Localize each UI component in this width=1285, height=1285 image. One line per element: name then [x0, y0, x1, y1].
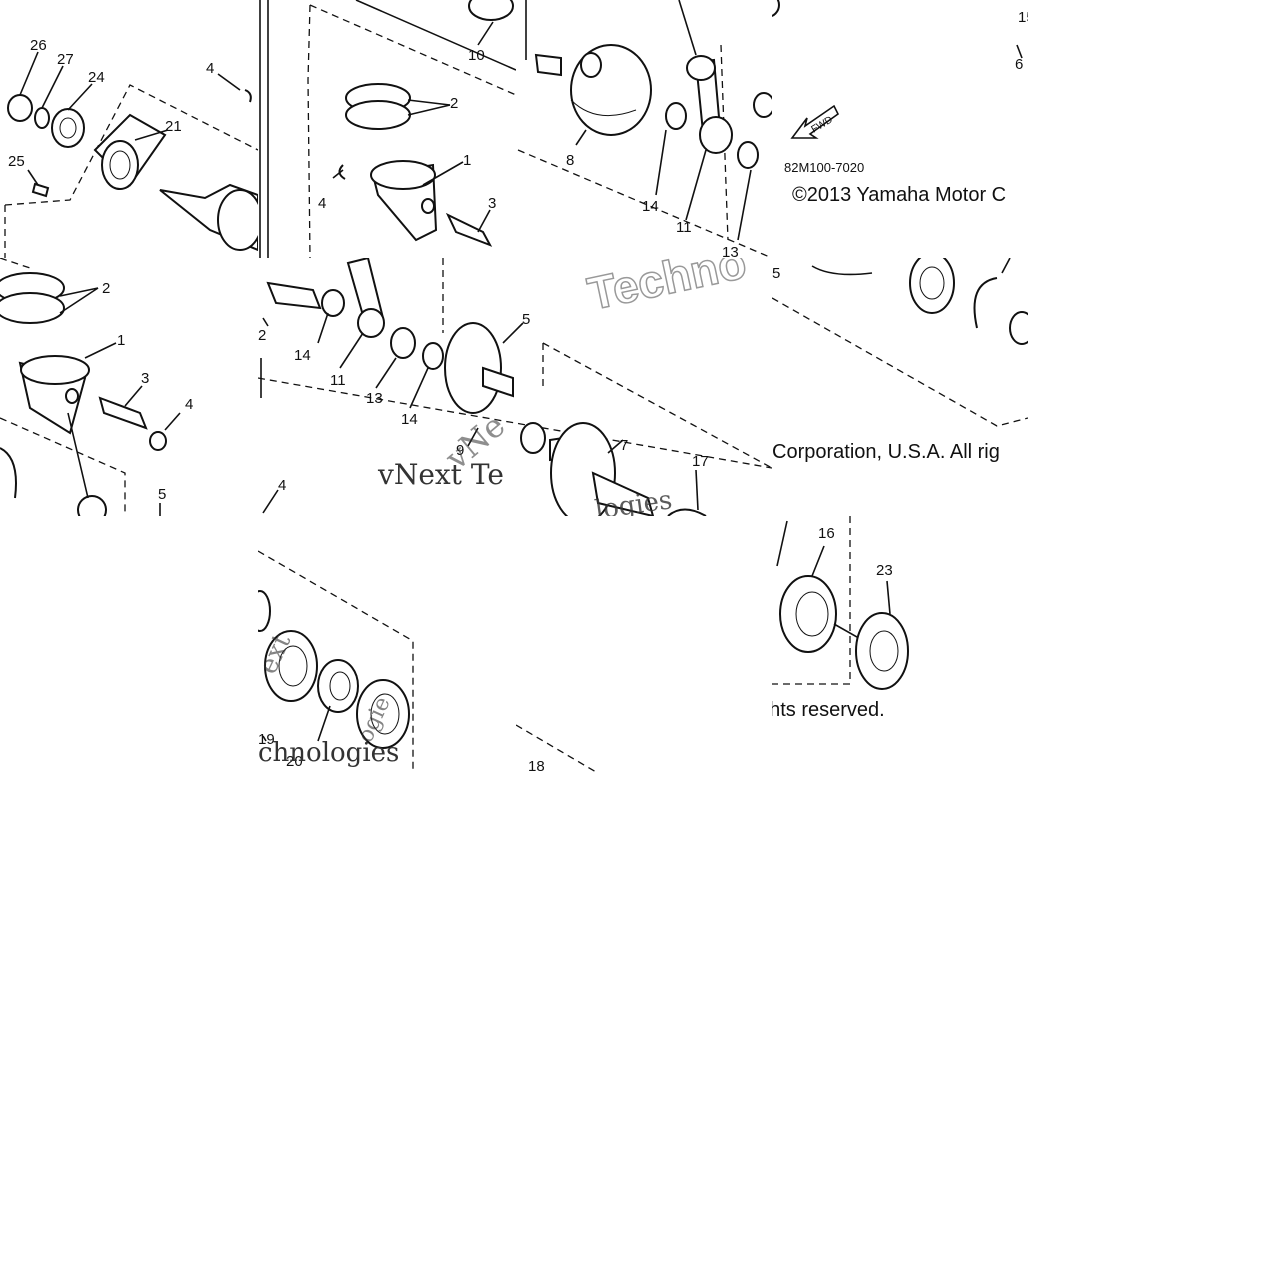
- callout-label: 13: [366, 390, 383, 407]
- needle-bearing-part: [390, 327, 416, 359]
- thrust-washer-part: [321, 289, 345, 317]
- callout-label: 18: [528, 758, 545, 772]
- bearing-part: [779, 575, 837, 653]
- diagram-tile-top-left: 26 27 24 21 4 25: [0, 0, 258, 258]
- diagram-tile-middle-right: 5 Corporation, U.S.A. All rig: [772, 258, 1028, 516]
- callout-label: 24: [88, 69, 105, 86]
- callout-label: 23: [876, 562, 893, 579]
- callout-label: 3: [488, 195, 496, 212]
- callout-label: 5: [772, 265, 780, 282]
- callout-label: 3: [141, 370, 149, 387]
- callout-label: 1: [117, 332, 125, 349]
- piston-pin-part: [98, 396, 148, 430]
- bearing-part: [264, 630, 318, 702]
- diagram-tile-top-right: FWD 6 15 82M100-7020 ©2013 Yamaha Motor …: [772, 0, 1028, 258]
- diagram-tile-top-middle: 10 2 1 4 3: [258, 0, 516, 258]
- callout-label: 11: [330, 372, 346, 389]
- callout-label: 14: [401, 411, 418, 428]
- bearing-part: [909, 258, 955, 314]
- oil-seal-part: [520, 422, 546, 454]
- diagram-tile-top-center: 8 14 11 13: [516, 0, 772, 258]
- shaft-part: [534, 53, 562, 77]
- diagram-tile-middle-left: 2 1 3 4 5: [0, 258, 258, 516]
- fwd-label: FWD: [809, 115, 834, 136]
- watermark-text: vNext Te: [378, 458, 504, 491]
- piston-pin-part: [445, 212, 493, 247]
- diagram-tile-center: 2 14 11 13 14 5 9 7 17 19 4 Techno vNe v…: [258, 258, 772, 516]
- crank-web-part: [444, 322, 502, 414]
- diagram-tile-bottom-fragment: 18: [516, 700, 606, 772]
- callout-label: 27: [57, 51, 74, 68]
- diagram-tile-lower-right: 16 23 22 ghts reserved.: [772, 516, 1028, 772]
- callout-label: 4: [185, 396, 193, 413]
- callout-label: 14: [294, 347, 311, 364]
- crankshaft-part: [591, 471, 655, 516]
- callout-label: 19: [258, 731, 275, 748]
- copyright-text: ©2013 Yamaha Motor C: [792, 184, 1007, 206]
- thrust-washer-part: [665, 102, 687, 130]
- nut-part: [7, 94, 33, 122]
- callout-label: 1: [463, 152, 471, 169]
- callout-label: 5: [522, 311, 530, 328]
- part-code: 82M100-7020: [784, 160, 865, 175]
- oil-seal-part: [51, 108, 85, 148]
- callout-label: 6: [1015, 56, 1023, 73]
- bearing-part: [468, 0, 514, 21]
- callout-label: 26: [30, 37, 47, 54]
- callout-label: 16: [818, 525, 835, 542]
- nut-part: [317, 659, 359, 713]
- callout-label: 2: [258, 327, 266, 344]
- callout-label: 9: [456, 442, 464, 459]
- callout-label: 4: [278, 477, 286, 494]
- circlip-part: [149, 431, 167, 451]
- callout-label: 20: [286, 753, 303, 770]
- callout-label: 4: [318, 195, 326, 212]
- callout-label: 25: [8, 153, 25, 170]
- fwd-arrow-icon: [790, 104, 840, 139]
- copyright-text: Corporation, U.S.A. All rig: [772, 441, 1000, 463]
- splined-shaft-part: [266, 281, 322, 310]
- callout-label: 7: [620, 437, 628, 454]
- bearing-part: [356, 679, 410, 749]
- callout-label: 8: [566, 152, 574, 169]
- washer-part: [34, 107, 50, 129]
- callout-label: 5: [158, 486, 166, 503]
- callout-label: 4: [206, 60, 214, 77]
- bearing-part: [667, 508, 707, 516]
- watermark-text: chnologies: [258, 738, 400, 768]
- callout-label: 17: [692, 453, 709, 470]
- callout-label: 11: [676, 219, 692, 236]
- callout-label: 10: [468, 47, 485, 64]
- needle-bearing-part: [737, 141, 759, 169]
- key-part: [31, 182, 50, 198]
- callout-label: 14: [642, 198, 659, 215]
- circlip-part: [973, 277, 998, 329]
- callout-label: 15: [1018, 9, 1028, 26]
- copyright-text: ghts reserved.: [772, 699, 885, 721]
- callout-label: 2: [102, 280, 110, 297]
- callout-label: 2: [450, 95, 458, 112]
- callout-label: 13: [722, 244, 739, 258]
- oil-seal-part: [855, 612, 909, 690]
- diagram-tile-lower-left: 19 20 ext chnologies ogie: [258, 516, 414, 772]
- callout-label: 21: [165, 118, 182, 135]
